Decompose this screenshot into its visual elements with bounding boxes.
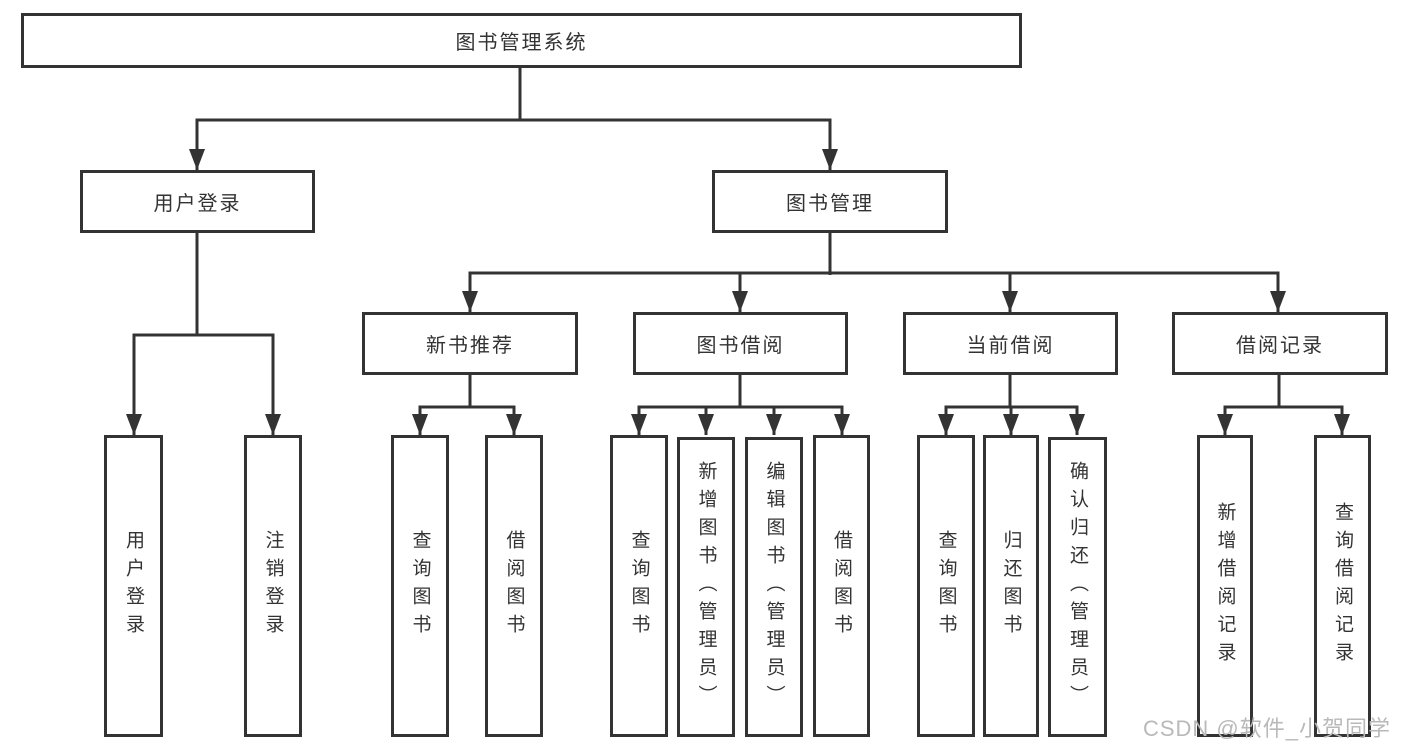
node-book-management: 图书管理 [712,170,948,233]
node-new-book-recommend: 新书推荐 [362,312,578,375]
leaf-borrow-edit-books-admin: 编辑图书（管理员） [745,437,803,737]
leaf-newbooks-borrow-books-label: 借阅图书 [503,530,525,642]
node-new-book-recommend-label: 新书推荐 [426,335,514,357]
arrowheads [126,149,1350,435]
node-borrow-records: 借阅记录 [1172,312,1388,375]
leaf-current-confirm-return-admin-label: 确认归还（管理员） [1067,461,1088,713]
node-root-label: 图书管理系统 [455,32,588,54]
leaf-records-add-record-label: 新增借阅记录 [1214,502,1236,670]
leaf-logout: 注销登录 [244,435,302,737]
leaf-borrow-query-books-label: 查询图书 [628,530,650,642]
leaf-borrow-edit-books-admin-label: 编辑图书（管理员） [763,461,785,713]
leaf-current-query-books-label: 查询图书 [935,530,957,642]
node-current-borrow-label: 当前借阅 [966,335,1055,357]
leaf-user-login: 用户登录 [104,435,163,737]
leaf-records-query-record-label: 查询借阅记录 [1332,502,1353,670]
leaf-records-query-record: 查询借阅记录 [1314,435,1371,737]
leaf-borrow-add-books-admin: 新增图书（管理员） [677,437,735,737]
node-current-borrow: 当前借阅 [903,312,1118,375]
leaf-newbooks-query-books: 查询图书 [391,435,449,737]
node-book-management-label: 图书管理 [786,193,874,215]
leaf-borrow-borrow-books-label: 借阅图书 [831,530,852,642]
leaf-newbooks-borrow-books: 借阅图书 [485,435,543,737]
leaf-user-login-label: 用户登录 [123,530,144,642]
csdn-watermark: CSDN @软件_小贺同学 [1142,716,1391,741]
node-borrow-records-label: 借阅记录 [1236,335,1324,357]
node-book-borrow-label: 图书借阅 [696,335,785,357]
leaf-current-return-books: 归还图书 [983,435,1039,737]
leaf-current-query-books: 查询图书 [917,435,975,737]
leaf-records-add-record: 新增借阅记录 [1197,435,1253,737]
leaf-borrow-borrow-books: 借阅图书 [813,435,870,737]
node-root: 图书管理系统 [21,13,1022,68]
leaf-borrow-add-books-admin-label: 新增图书（管理员） [695,461,717,713]
leaf-newbooks-query-books-label: 查询图书 [409,530,431,642]
leaf-logout-label: 注销登录 [262,530,284,642]
leaf-current-return-books-label: 归还图书 [1000,530,1022,642]
node-user-login: 用户登录 [80,170,315,233]
leaf-borrow-query-books: 查询图书 [610,435,668,737]
leaf-current-confirm-return-admin: 确认归还（管理员） [1048,437,1107,737]
node-user-login-label: 用户登录 [153,193,242,215]
node-book-borrow: 图书借阅 [633,312,848,375]
